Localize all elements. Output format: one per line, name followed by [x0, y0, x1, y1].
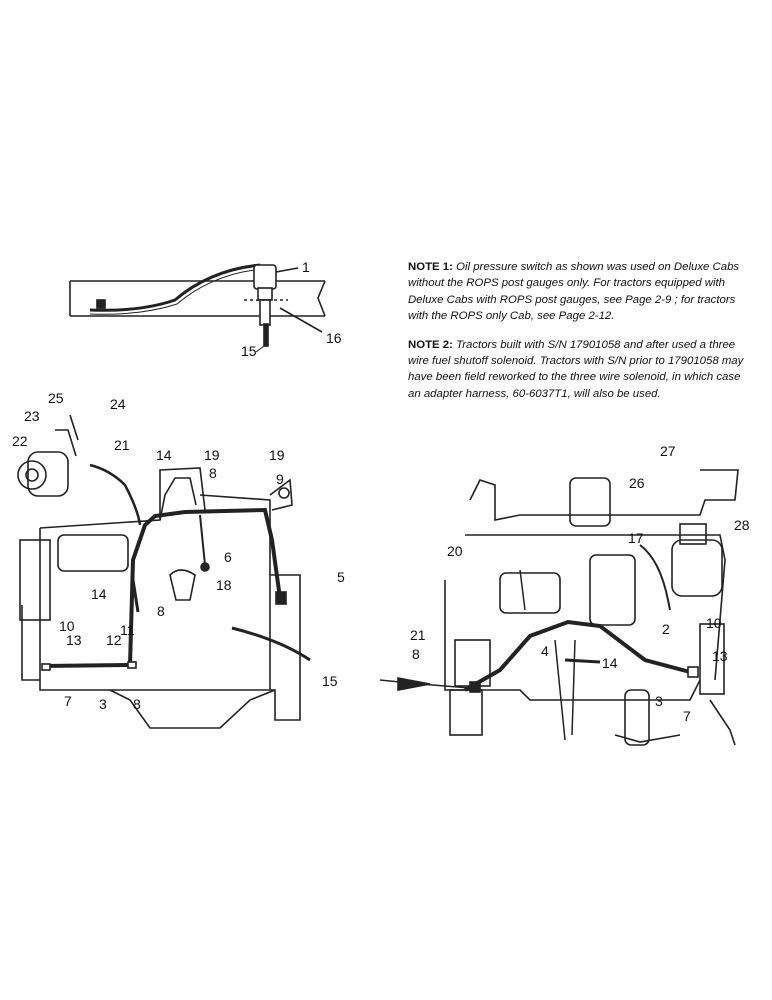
callout: 13: [712, 648, 728, 664]
callout: 7: [64, 693, 72, 709]
callout: 8: [157, 603, 165, 619]
callout: 4: [541, 643, 549, 659]
callout: 14: [602, 655, 618, 671]
callout: 10: [706, 615, 722, 631]
note-text: Tractors built with S/N 17901058 and aft…: [408, 338, 744, 400]
callout: 12: [106, 632, 122, 648]
callout: 6: [224, 549, 232, 565]
callout: 20: [447, 543, 463, 559]
callout: 22: [12, 433, 28, 449]
callout: 7: [683, 708, 691, 724]
note-text: Oil pressure switch as shown was used on…: [408, 261, 740, 323]
notes-panel: NOTE 1: Oil pressure switch as shown was…: [408, 259, 753, 414]
callout: 21: [114, 437, 130, 453]
callout: 11: [120, 622, 135, 638]
callout: 19: [269, 447, 285, 463]
callout: 17: [628, 530, 644, 546]
callout: 5: [337, 569, 345, 585]
right-engine-view: [379, 469, 739, 746]
callout: 14: [91, 586, 107, 602]
note-1: NOTE 1: Oil pressure switch as shown was…: [408, 259, 753, 325]
callout: 3: [655, 693, 663, 709]
callout: 26: [629, 475, 645, 491]
callout: 21: [410, 627, 426, 643]
callout: 18: [216, 577, 232, 593]
callout: 28: [734, 517, 750, 533]
note-2: NOTE 2: Tractors built with S/N 17901058…: [408, 337, 753, 403]
callout: 19: [204, 447, 220, 463]
note-label: NOTE 2:: [408, 338, 453, 351]
callout: 23: [24, 408, 40, 424]
callout: 25: [48, 390, 64, 406]
callout: 2: [662, 621, 670, 637]
oil-pressure-switch-detail: [69, 263, 326, 347]
callout: 15: [322, 673, 338, 689]
callout: 8: [412, 646, 420, 662]
detail-callouts: 1 16 15: [241, 259, 342, 359]
left-engine-view: [17, 414, 311, 729]
callout: 9: [276, 471, 284, 487]
left-engine-callouts: 25 24 23 22 21 14 19 8 19 9 6 18 5 14 11…: [12, 390, 345, 712]
callout: 27: [660, 443, 676, 459]
callout: 8: [133, 696, 141, 712]
callout: 10: [59, 618, 75, 634]
callout: 1: [302, 259, 310, 275]
callout: 3: [99, 696, 107, 712]
note-label: NOTE 1:: [408, 261, 453, 273]
callout: 13: [66, 632, 82, 648]
right-engine-callouts: 27 26 28 17 20 2 21 8 4 14 10 13 3 7: [410, 443, 750, 724]
callout: 24: [110, 396, 126, 412]
callout: 14: [156, 447, 172, 463]
callout: 15: [241, 343, 257, 359]
callout: 8: [209, 465, 217, 481]
callout: 16: [326, 330, 342, 346]
